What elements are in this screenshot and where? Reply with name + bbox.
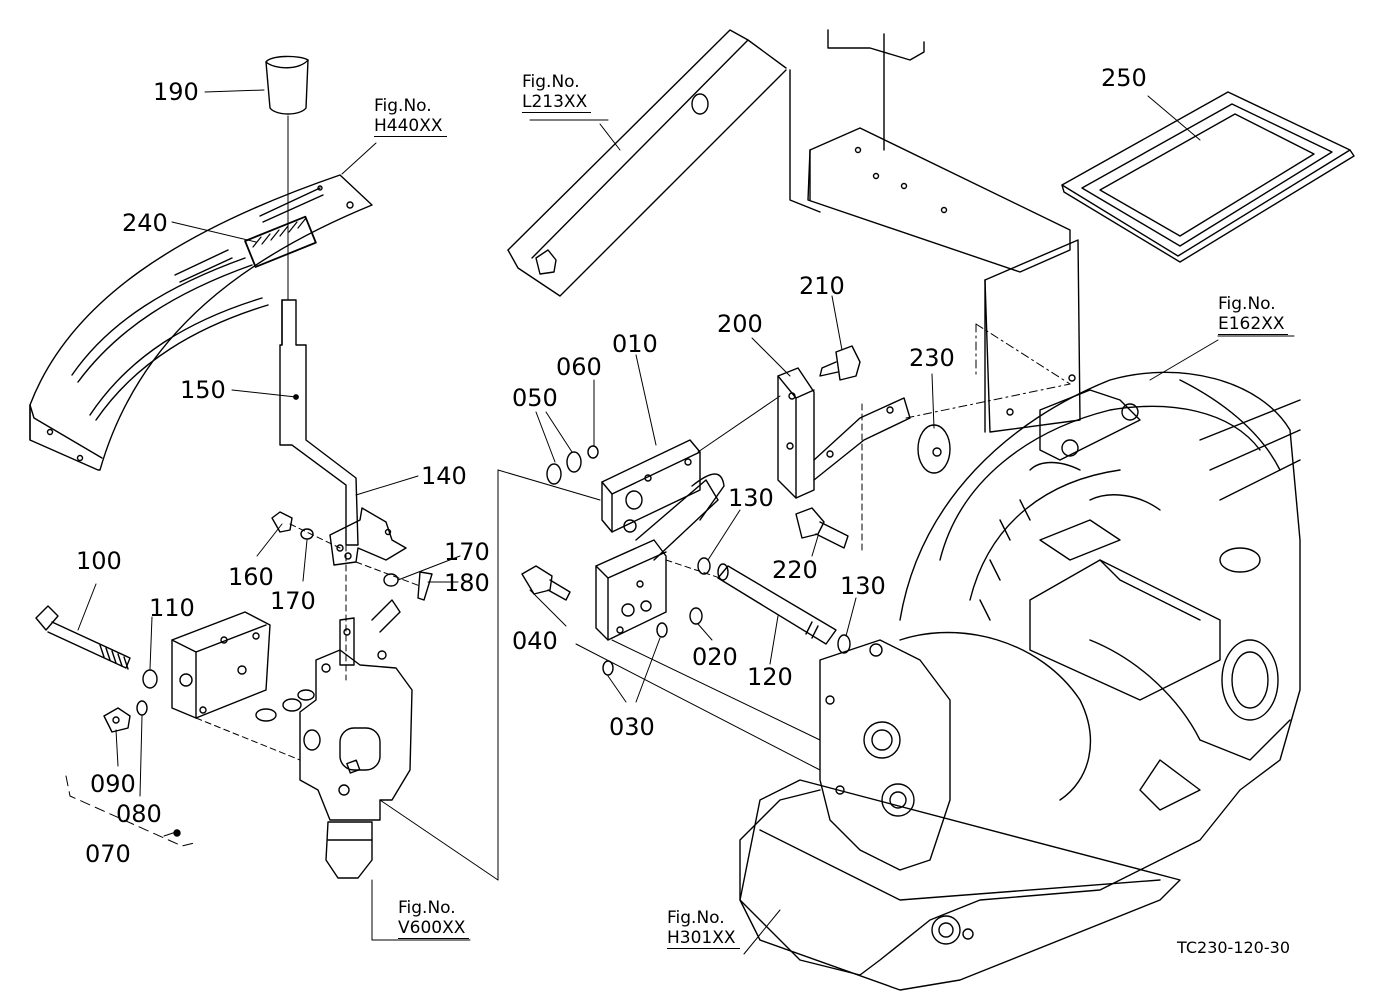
part-label-130-upper: 130 (728, 484, 774, 512)
oring-030-b (603, 661, 613, 675)
part-label-100: 100 (76, 547, 122, 575)
oring-050-b (567, 452, 581, 472)
part-label-170-upper: 170 (270, 587, 316, 615)
bolt-210 (820, 346, 860, 380)
figure-ref-code: H301XX (667, 928, 740, 949)
part-label-040: 040 (512, 627, 558, 655)
figure-ref-prefix: Fig.No. (398, 898, 456, 918)
part-label-090: 090 (90, 770, 136, 798)
group-dot-070 (174, 830, 180, 836)
part-label-120: 120 (747, 663, 793, 691)
part-label-160: 160 (228, 563, 274, 591)
part-label-130-lower: 130 (840, 572, 886, 600)
bolt-220 (796, 404, 862, 550)
plug-090 (104, 708, 130, 732)
bolt-100 (36, 606, 130, 669)
figure-ref-e162[interactable]: Fig.No. E162XX (1218, 294, 1289, 335)
shift-lever (280, 300, 358, 680)
support-bracket (790, 30, 1080, 432)
part-label-180: 180 (444, 569, 490, 597)
transmission-housing (740, 372, 1300, 990)
figure-ref-prefix: Fig.No. (1218, 294, 1276, 314)
leader-lines (78, 90, 1294, 954)
washer-170-lower (384, 574, 398, 586)
figure-ref-code: H440XX (374, 116, 447, 137)
figure-ref-h301[interactable]: Fig.No. H301XX (667, 908, 740, 949)
part-label-220: 220 (772, 556, 818, 584)
part-label-230: 230 (909, 344, 955, 372)
figure-ref-h440[interactable]: Fig.No. H440XX (374, 96, 447, 137)
valve-block-010 (602, 440, 700, 532)
figure-ref-code: L213XX (522, 92, 592, 113)
part-label-110: 110 (149, 594, 195, 622)
figure-ref-code: E162XX (1218, 314, 1289, 335)
figure-ref-prefix: Fig.No. (374, 96, 432, 116)
plug-040 (522, 566, 570, 600)
adapter-plate (172, 612, 270, 718)
oring-060 (588, 446, 598, 458)
part-label-010: 010 (612, 330, 658, 358)
part-label-170-lower: 170 (444, 538, 490, 566)
figure-ref-prefix: Fig.No. (667, 908, 725, 928)
washer-230-hole (933, 448, 941, 456)
oring-050-a (547, 464, 561, 484)
figure-ref-l213[interactable]: Fig.No. L213XX (522, 72, 592, 113)
guide-quadrant (30, 175, 372, 470)
figure-ref-code: V600XX (398, 918, 470, 939)
part-label-070: 070 (85, 840, 131, 868)
control-valve (256, 600, 412, 878)
manual-250 (1062, 92, 1354, 262)
lever-bracket (330, 508, 406, 565)
pin-160 (272, 512, 340, 548)
oring-080 (137, 701, 147, 715)
drawing-code: TC230-120-30 (1177, 938, 1290, 957)
part-label-210: 210 (799, 272, 845, 300)
plate-block (596, 474, 724, 640)
part-label-060: 060 (556, 353, 602, 381)
washer-110 (143, 670, 157, 688)
pipe-120 (718, 564, 836, 644)
part-label-050: 050 (512, 384, 558, 412)
part-label-030: 030 (609, 713, 655, 741)
bracket-200 (778, 368, 910, 498)
part-label-150: 150 (180, 376, 226, 404)
part-label-240: 240 (122, 209, 168, 237)
figure-ref-prefix: Fig.No. (522, 72, 580, 92)
part-label-190: 190 (153, 78, 199, 106)
oring-130-upper (698, 558, 710, 574)
part-label-140: 140 (421, 462, 467, 490)
oring-130-lower (838, 635, 850, 653)
part-label-200: 200 (717, 310, 763, 338)
part-label-020: 020 (692, 643, 738, 671)
lever-knob (266, 56, 308, 300)
frame-rail (508, 30, 786, 296)
figure-ref-v600[interactable]: Fig.No. V600XX (398, 898, 470, 939)
part-label-080: 080 (116, 800, 162, 828)
washer-170-upper (301, 529, 313, 539)
part-label-250: 250 (1101, 64, 1147, 92)
cotter-pin-180 (418, 572, 432, 600)
oring-030-a (657, 623, 667, 637)
oring-020 (690, 608, 702, 624)
